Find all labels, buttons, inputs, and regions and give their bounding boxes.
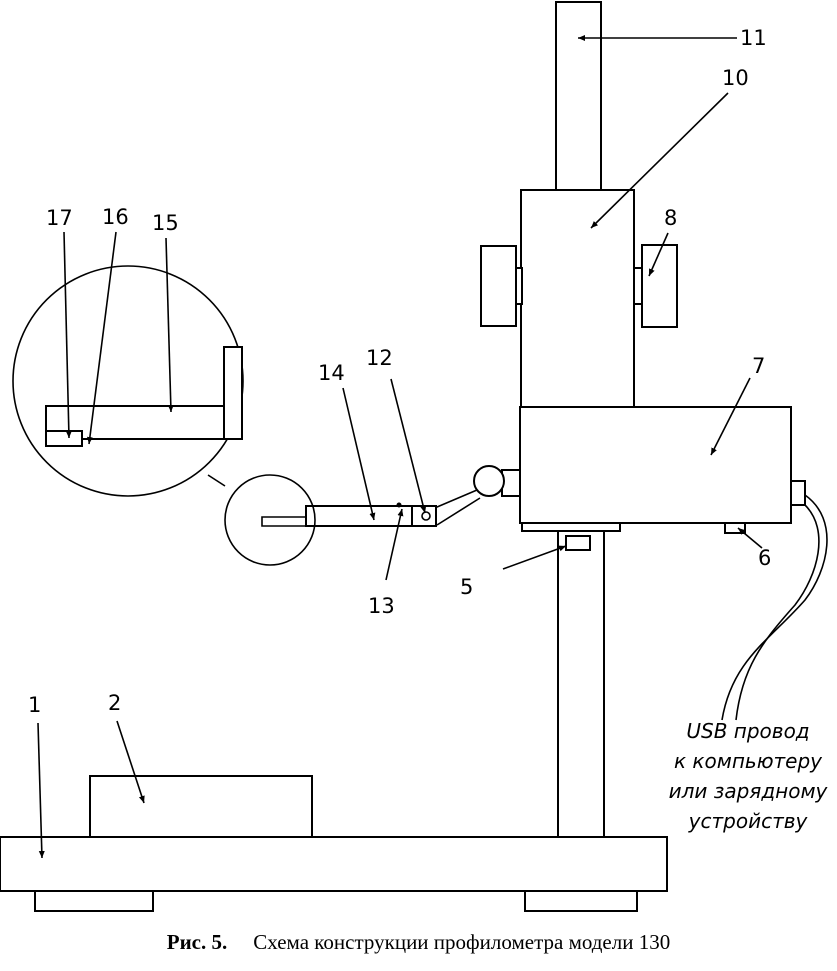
element-13-point [396,502,402,508]
housing-bottom-strip [521,522,621,532]
figure-caption: Рис. 5. Схема конструкции профилометра мо… [0,930,837,955]
column-lower [557,528,605,838]
stylus-magnified-upright [223,346,243,440]
label-5: 5 [460,575,473,599]
detail-circle-large [12,265,244,497]
leader-17 [63,231,72,439]
usb-connector [790,480,806,506]
leader-8 [648,232,669,277]
label-1: 1 [28,693,41,717]
leader-15 [165,237,174,413]
leader-6 [737,527,763,549]
leader-10 [590,92,729,229]
stylus-tip [45,430,83,447]
label-8: 8 [664,206,677,230]
knob-right-shaft [633,267,643,305]
leader-12 [390,378,427,514]
usb-note-line-3: или зарядному [669,779,829,803]
figure-number: Рис. 5. [166,930,228,954]
label-14: 14 [318,361,345,385]
housing [519,406,792,524]
detail-leader [207,474,226,487]
leader-7 [710,377,751,456]
profilometer-diagram: 1 2 5 6 7 8 10 11 12 13 14 15 16 17 USB … [0,1,829,912]
label-11: 11 [740,26,767,50]
base-foot-left [34,888,154,912]
label-13: 13 [368,594,395,618]
stylus-small [261,516,307,527]
label-6: 6 [758,546,771,570]
label-7: 7 [752,354,765,378]
base-foot-right [524,888,638,912]
element-5-block [565,535,591,551]
pivot-ball [473,465,505,497]
label-10: 10 [722,66,749,90]
probe-body [305,505,413,527]
label-15: 15 [152,211,179,235]
knob-left [480,245,517,327]
leader-2 [116,720,145,804]
label-17: 17 [46,206,73,230]
sample-block [89,775,313,838]
leader-14 [342,387,376,521]
carriage [520,189,635,409]
figure-caption-text: Схема конструкции профилометра модели 13… [253,930,671,954]
label-12: 12 [366,346,393,370]
leader-16 [86,231,117,445]
detail-circle-small [224,474,316,566]
label-16: 16 [102,205,129,229]
usb-cable-inner [735,504,820,721]
leader-5 [502,545,567,570]
column-upper [555,1,602,193]
knob-right [641,244,678,328]
label-2: 2 [108,691,121,715]
leader-1 [37,722,45,859]
usb-note-line-2: к компьютеру [674,749,823,773]
leader-13 [385,508,404,581]
usb-note-line-1: USB провод [686,719,809,743]
arm-link [429,489,481,526]
usb-cable-outer [721,494,828,721]
usb-note-line-4: устройству [688,809,809,833]
base-plate [0,836,668,892]
knob-left-shaft [515,267,523,305]
